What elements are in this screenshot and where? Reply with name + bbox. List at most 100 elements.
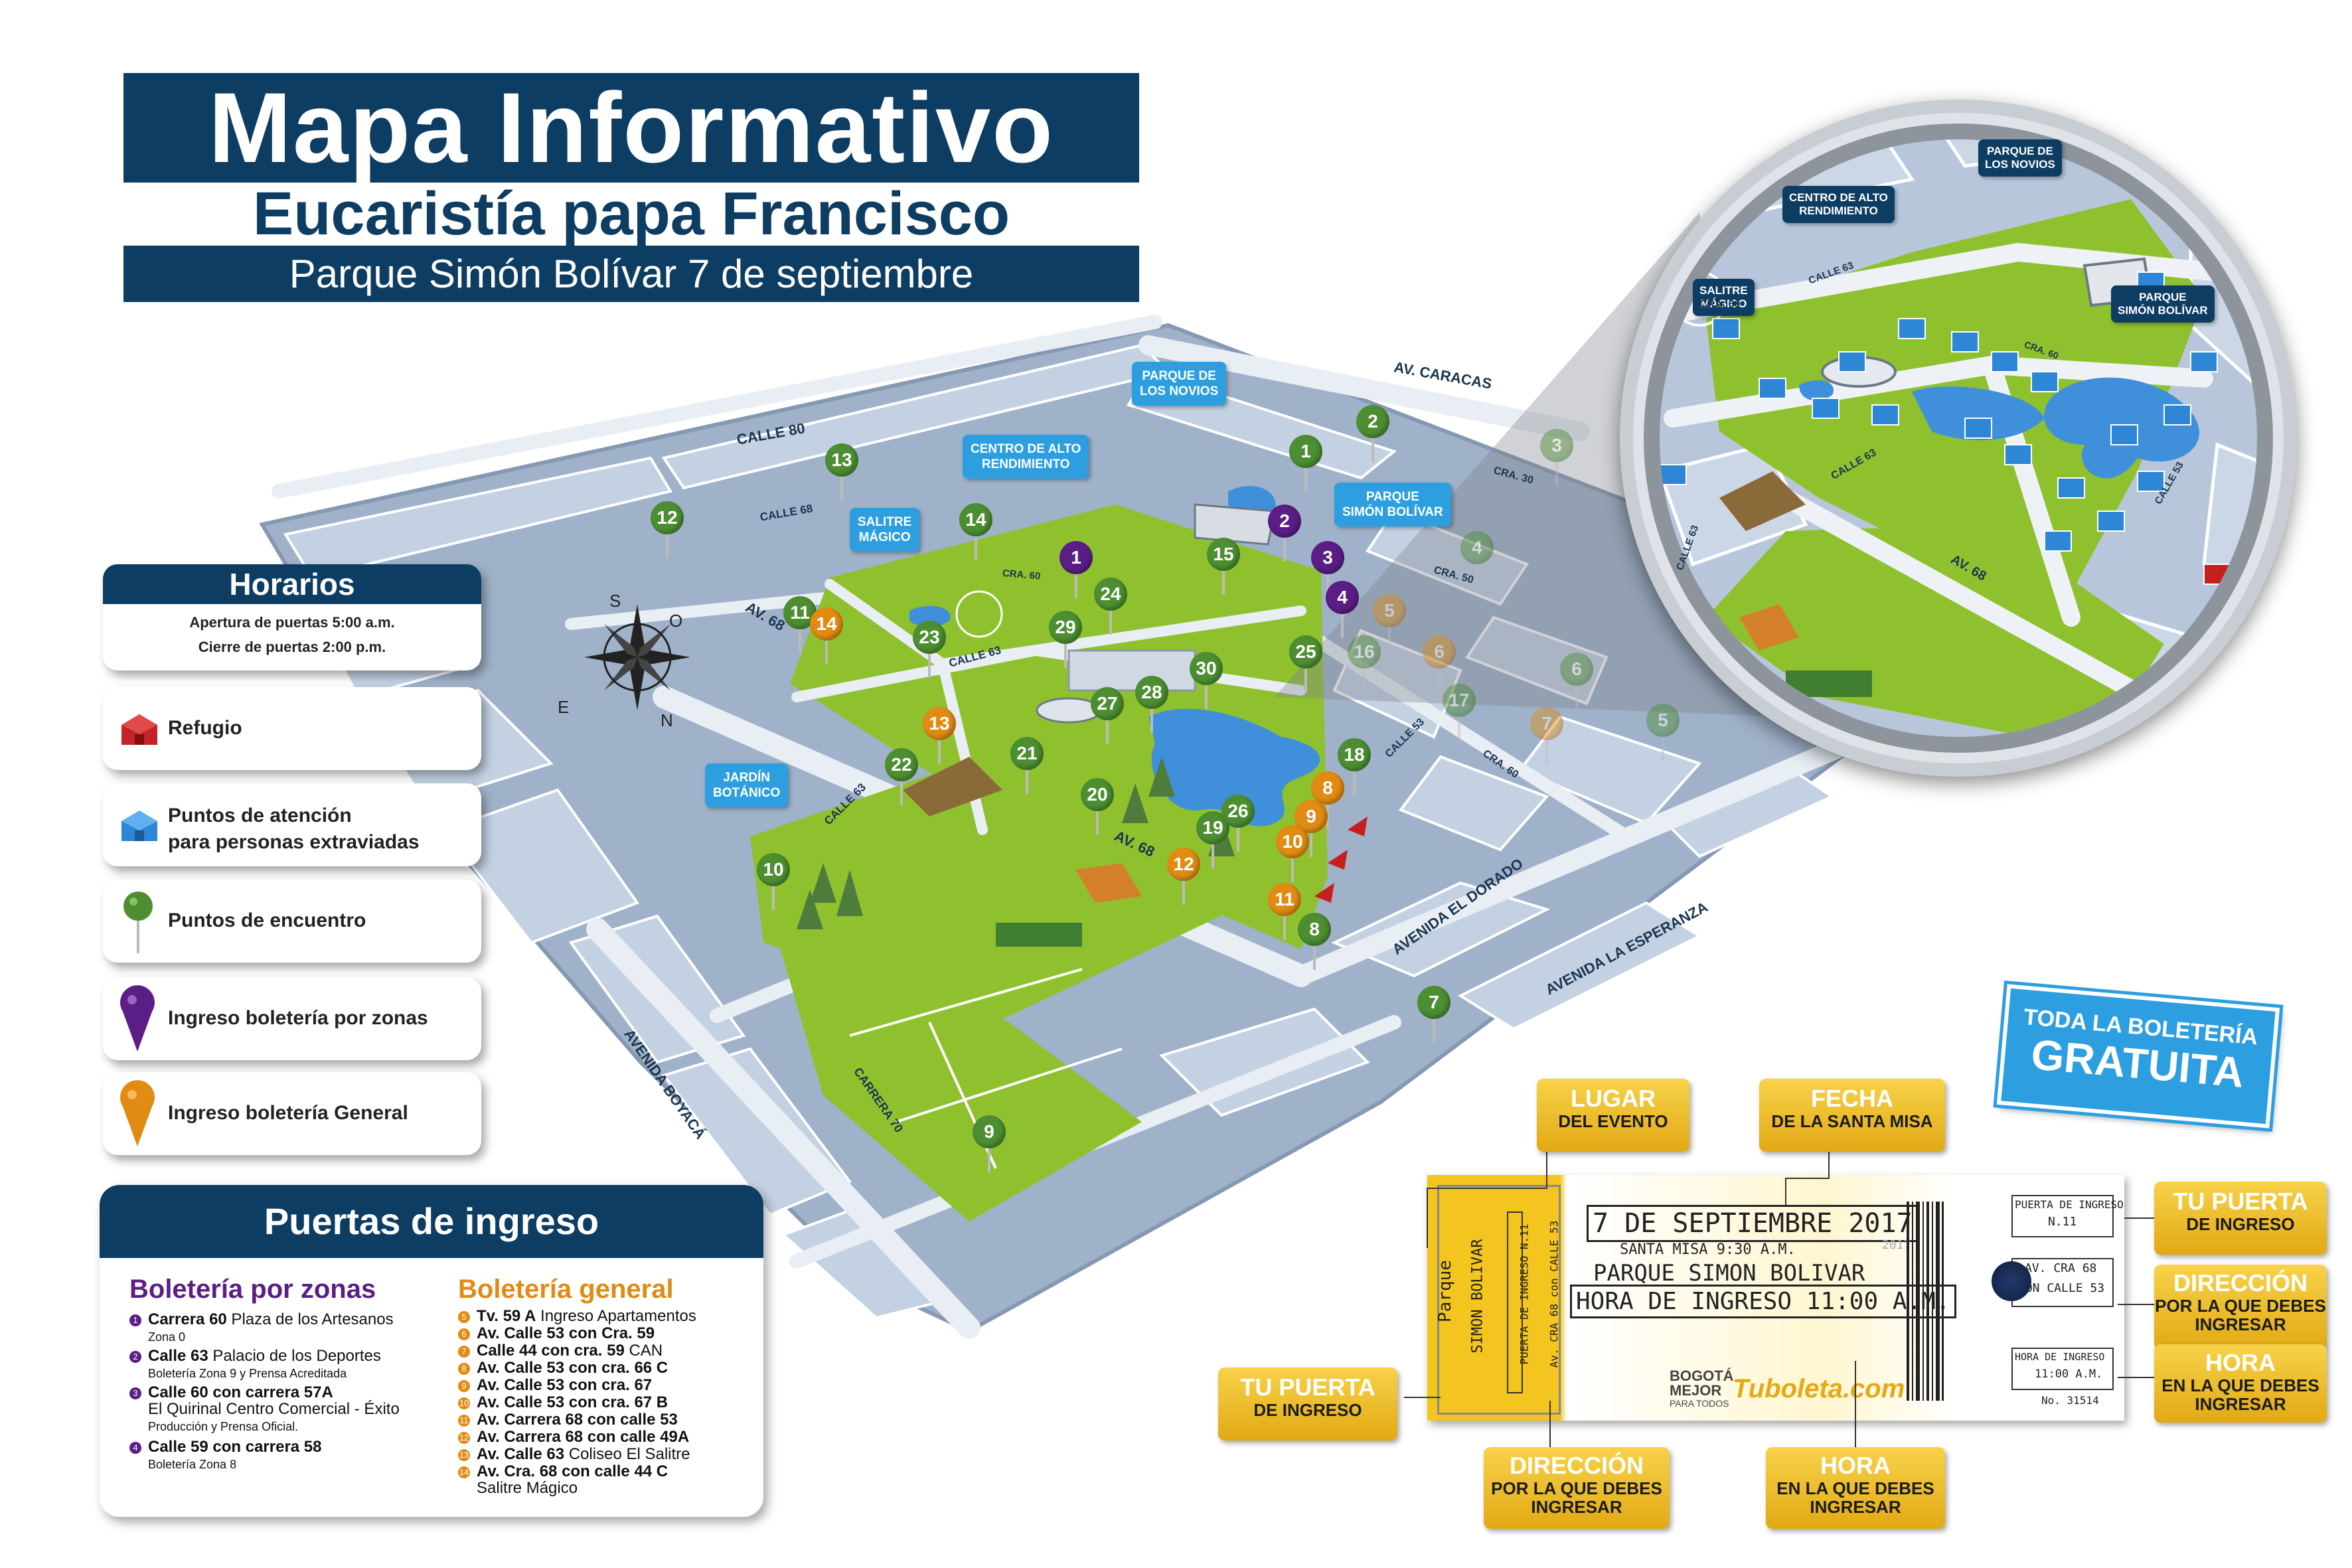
zone-entry-pin-1[interactable]: 1 [1059,541,1093,598]
compass-label-s: S [609,591,621,611]
meeting-point-pin-28[interactable]: 28 [1135,676,1168,733]
meeting-point-pin-13[interactable]: 13 [825,443,858,501]
general-entry-pin-5[interactable]: 5 [1373,594,1406,651]
meeting-point-pin-8[interactable]: 8 [1298,913,1331,970]
meeting-point-pin-23[interactable]: 23 [913,621,946,678]
general-entry-pin-12[interactable]: 12 [1167,848,1200,905]
atencion-label-2: para personas extraviadas [168,831,420,853]
meeting-point-pin-12[interactable]: 12 [651,501,684,558]
ticket-right-gate-box [2011,1195,2114,1237]
meeting-point-pin-16[interactable]: 16 [1348,635,1381,692]
refugio-label: Refugio [168,717,242,739]
meeting-point-pin-15[interactable]: 15 [1207,538,1240,595]
meeting-point-pin-26[interactable]: 26 [1221,795,1255,852]
zoom-street-cra-60: CRA. 60 [1699,299,1741,310]
compass-label-n: N [661,710,673,730]
legend-general: Ingreso boletería General [103,1072,481,1155]
meeting-point-pin-6[interactable]: 6 [1560,653,1593,710]
meeting-point-pin-17[interactable]: 17 [1443,684,1476,741]
meeting-point-pin-20[interactable]: 20 [1081,778,1114,835]
meeting-point-pin-24[interactable]: 24 [1094,578,1127,635]
ticket-bogota-2: MEJOR [1670,1382,1722,1399]
ticket-place: PARQUE SIMON BOLIVAR [1593,1260,1865,1287]
meeting-point-pin-25[interactable]: 25 [1289,635,1322,692]
general-entry-pin-13[interactable]: 13 [923,707,956,764]
ticket-year-small: 2017 [1882,1238,1911,1252]
ticket-bogota-3: PARA TODOS [1670,1398,1729,1409]
green-pin-icon [123,892,153,953]
meeting-point-pin-7[interactable]: 7 [1417,986,1450,1043]
ticket-right-gate: PUERTA DE INGRESO [2015,1198,2124,1211]
ticket-misa: SANTA MISA 9:30 A.M. [1620,1241,1796,1258]
meeting-point-pin-27[interactable]: 27 [1091,687,1124,744]
zone-entry-pin-4[interactable]: 4 [1326,581,1359,638]
general-entry-pin-8[interactable]: 8 [1311,771,1344,828]
puertas-title: Puertas de ingreso [100,1185,763,1258]
general-label: Ingreso boletería General [168,1102,408,1124]
zone-entry-pin-3[interactable]: 3 [1311,541,1344,598]
ticket: Parque SIMON BOLIVAR PUERTA DE INGRESO N… [1427,1175,2124,1421]
compass-label-e: E [558,697,570,717]
ticket-date: 7 DE SEPTIEMBRE 2017 [1587,1205,1919,1242]
legend-encuentro: Puntos de encuentro [103,880,481,963]
meeting-point-pin-14[interactable]: 14 [959,503,992,560]
meeting-point-pin-3[interactable]: 3 [1540,429,1573,486]
general-entry-pin-14[interactable]: 14 [810,607,843,665]
ticket-entry-time: HORA DE INGRESO 11:00 A.M. [1570,1285,1956,1318]
stub-place-2: SIMON BOLIVAR [1469,1239,1486,1354]
help-point-icon [121,811,157,841]
general-entry-pin-10[interactable]: 10 [1276,825,1309,882]
apertura-text: Apertura de puertas 5:00 a.m. [189,614,395,631]
meeting-point-pin-18[interactable]: 18 [1338,738,1371,795]
ticket-left-gate-box [1507,1212,1523,1393]
stub-place-1: Parque [1435,1260,1455,1322]
zonas-label: Ingreso boletería por zonas [168,1007,428,1029]
meeting-point-pin-21[interactable]: 21 [1010,737,1044,794]
free-tickets-badge: TODA LA BOLETERÍA GRATUITA [1996,984,2280,1129]
ticket-bogota-1: BOGOTÁ [1670,1368,1734,1384]
purple-pin-icon [120,985,155,1052]
ticket-hologram [1992,1261,2031,1301]
encuentro-label: Puntos de encuentro [168,909,366,931]
meeting-point-pin-2[interactable]: 2 [1356,405,1389,462]
general-entry-pin-11[interactable]: 11 [1268,883,1301,940]
ticket-right-hora-2: 11:00 A.M. [2035,1368,2103,1381]
meeting-point-pin-30[interactable]: 30 [1190,652,1223,709]
meeting-point-pin-29[interactable]: 29 [1049,611,1082,668]
general-entry-pin-7[interactable]: 7 [1530,707,1563,764]
meeting-point-pin-1[interactable]: 1 [1289,435,1322,492]
meeting-point-pin-22[interactable]: 22 [885,748,918,805]
ticket-right-gate-num: N.11 [2048,1215,2077,1229]
meeting-point-pin-4[interactable]: 4 [1460,531,1494,588]
atencion-label-1: Puntos de atención [168,805,352,826]
zone-entry-pin-2[interactable]: 2 [1268,505,1301,562]
meeting-point-pin-10[interactable]: 10 [757,853,790,910]
general-entry-pin-6[interactable]: 6 [1423,635,1456,692]
meeting-point-pin-5[interactable]: 5 [1646,704,1680,761]
legend-refugio: Refugio [103,687,481,770]
meeting-point-pin-9[interactable]: 9 [973,1115,1006,1172]
orange-pin-icon [120,1080,155,1146]
